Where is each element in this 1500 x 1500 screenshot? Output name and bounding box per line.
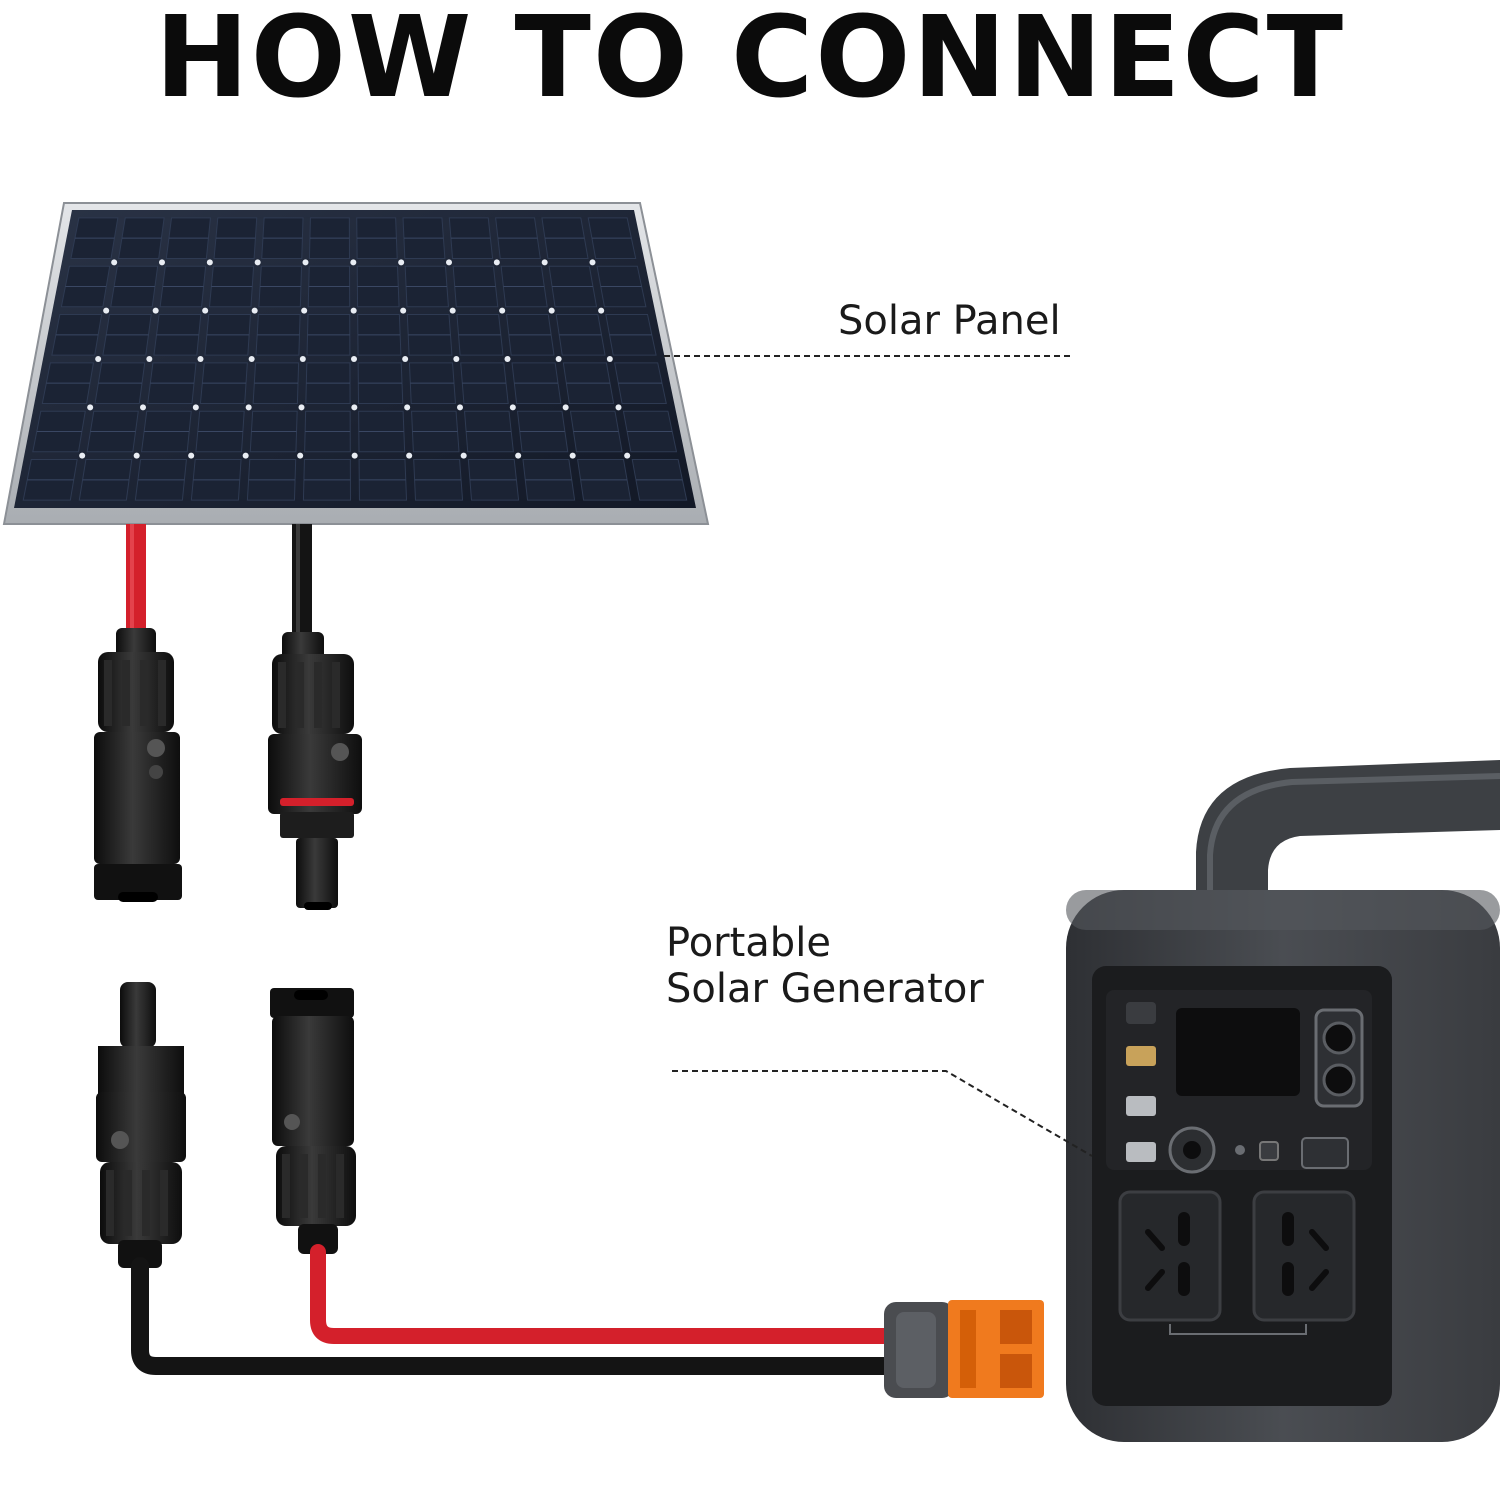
panel-cell-corner: [79, 453, 85, 459]
panel-cell-corner: [207, 259, 213, 265]
panel-cell-corner: [198, 356, 204, 362]
panel-cell-corner: [598, 308, 604, 314]
panel-cell-corner: [402, 356, 408, 362]
panel-cell-corner: [111, 259, 117, 265]
panel-cell-corner: [624, 453, 630, 459]
panel-cell-corner: [607, 356, 613, 362]
panel-cell-corner: [243, 453, 249, 459]
panel-cell-corner: [570, 453, 576, 459]
panel-cell-corner: [301, 308, 307, 314]
panel-cell-corner: [351, 404, 357, 410]
panel-cell-corner: [303, 259, 309, 265]
panel-cell-corner: [350, 259, 356, 265]
panel-cell-corner: [563, 404, 569, 410]
panel-cell-corner: [146, 356, 152, 362]
panel-cell-corner: [453, 356, 459, 362]
generator-input-cables: [140, 1252, 900, 1366]
solar-panel-label: Solar Panel: [838, 298, 1061, 344]
panel-cell-corner: [542, 259, 548, 265]
panel-cell-corner: [352, 453, 358, 459]
mc4-connector-icon: [270, 988, 356, 1254]
panel-cell-corner: [297, 453, 303, 459]
panel-cell-corner: [457, 404, 463, 410]
panel-cell-corner: [398, 259, 404, 265]
panel-cell-corner: [450, 308, 456, 314]
panel-cell-corner: [252, 308, 258, 314]
panel-cell-corner: [400, 308, 406, 314]
panel-cell-corner: [134, 453, 140, 459]
panel-cell-corner: [590, 259, 596, 265]
panel-cell-corner: [446, 259, 452, 265]
panel-cell-corner: [159, 259, 165, 265]
panel-cell-corner: [406, 453, 412, 459]
generator-label-line1: Portable: [666, 920, 831, 966]
mc4-connector-icon: [94, 628, 182, 902]
panel-cell-corner: [153, 308, 159, 314]
mc4-connector-icon: [268, 632, 362, 910]
panel-cell-corner: [202, 308, 208, 314]
panel-cell-corner: [549, 308, 555, 314]
panel-cell-corner: [461, 453, 467, 459]
panel-output-cables: [126, 524, 312, 644]
panel-cell-corner: [193, 404, 199, 410]
generator-label-line2: Solar Generator: [666, 966, 984, 1012]
panel-cell-corner: [87, 404, 93, 410]
panel-cell-corner: [255, 259, 261, 265]
panel-cell-corner: [494, 259, 500, 265]
leader-lines: [664, 356, 1092, 1156]
panel-cell-corner: [249, 356, 255, 362]
panel-cell-corner: [95, 356, 101, 362]
panel-cell-corner: [505, 356, 511, 362]
portable-power-station-icon: [1066, 760, 1500, 1442]
panel-cell-corner: [299, 404, 305, 410]
panel-cell-corner: [351, 356, 357, 362]
panel-cell-corner: [556, 356, 562, 362]
panel-cell-corner: [499, 308, 505, 314]
panel-cell-corner: [515, 453, 521, 459]
solar-panel-icon: [4, 203, 708, 524]
mc4-connector-icon: [96, 982, 186, 1268]
panel-cell-corner: [404, 404, 410, 410]
panel-cell-corner: [300, 356, 306, 362]
panel-cell-corner: [510, 404, 516, 410]
panel-cell-corner: [246, 404, 252, 410]
panel-cell-corner: [616, 404, 622, 410]
panel-cell-corner: [140, 404, 146, 410]
panel-cell-corner: [103, 308, 109, 314]
generator-leader: [672, 1071, 1092, 1156]
panel-cell-corner: [188, 453, 194, 459]
panel-cell-corner: [351, 308, 357, 314]
orange-plug-connector: [884, 1300, 1044, 1398]
